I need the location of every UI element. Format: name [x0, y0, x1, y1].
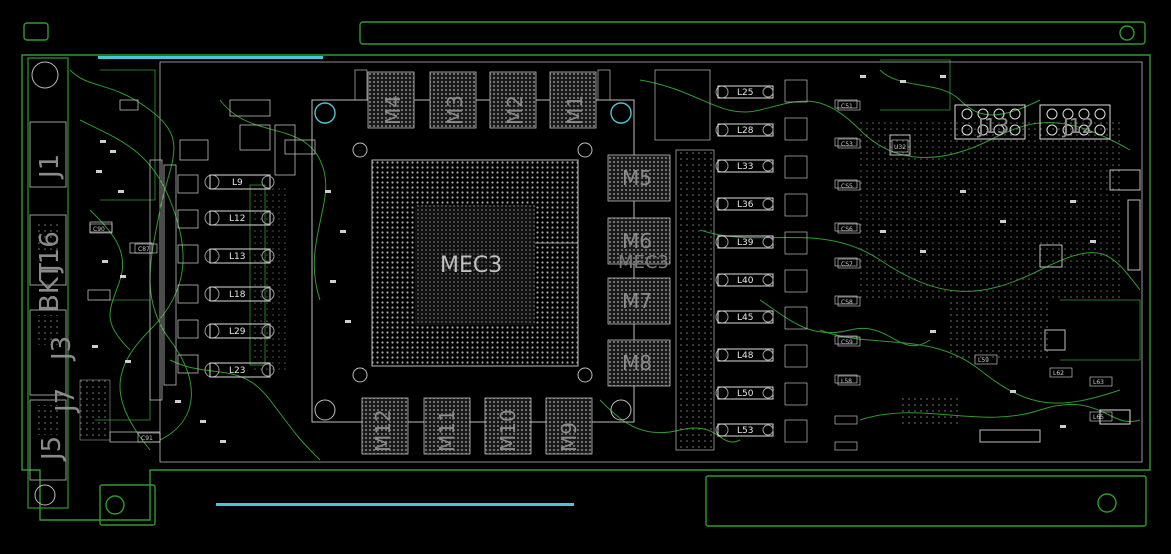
inductor-label: L13: [229, 252, 245, 262]
component-label: CS5: [841, 183, 853, 190]
connector-label-j1: J1: [35, 154, 65, 180]
memory-label-m2: M2: [503, 95, 527, 125]
inductor-l28: L28: [715, 123, 774, 137]
memory-label-m12: M12: [371, 409, 395, 452]
memory-label-m5: M5: [622, 166, 652, 190]
memory-label-m9: M9: [557, 422, 581, 452]
edge-strip: [98, 56, 574, 506]
component-label: L65: [1093, 414, 1104, 421]
memory-label-m4: M4: [381, 95, 405, 125]
inductor-label: L9: [232, 178, 243, 188]
inductor-label: L45: [737, 313, 753, 323]
inductor-l40: L40: [715, 273, 774, 287]
connector-labels: J1 J16 BKT J3 J7 J5: [35, 154, 81, 462]
inductor-label: L29: [229, 327, 246, 337]
inductor-l48: L48: [715, 348, 774, 362]
inductor-l50: L50: [715, 386, 774, 400]
memory-label-m6: M6: [622, 229, 652, 253]
memory-label-m7: M7: [622, 289, 652, 313]
memory-top: M4 M3 M2 M1: [367, 71, 597, 129]
memory-right: M5 M6 M7 M8 MEC3: [607, 154, 671, 387]
inductor-l18: L18: [204, 286, 275, 302]
inductor-label: L48: [737, 351, 754, 361]
inductor-l13: L13: [204, 248, 275, 264]
header-label: J12: [1061, 114, 1094, 138]
memory-label-m8: M8: [622, 351, 652, 375]
memory-bottom: M12 M11 M10 M9: [361, 397, 593, 455]
component-label: L59: [978, 357, 989, 364]
scattered-pads: [92, 75, 1096, 443]
memory-label-m10: M10: [496, 409, 520, 452]
component-label: L58: [841, 378, 852, 385]
inductor-l12: L12: [204, 210, 275, 226]
inductor-label: L36: [737, 200, 754, 210]
connector-label-j16: J16: [35, 231, 65, 274]
inductor-label: L23: [229, 366, 245, 376]
header-j12: J12: [1039, 104, 1111, 140]
inductor-l9: L9: [204, 174, 275, 190]
memory-label-m11: M11: [435, 409, 459, 452]
component-label: CS8: [841, 299, 853, 306]
component-label: C90: [93, 226, 105, 233]
connector-label-bkt: BKT: [35, 263, 65, 312]
connector-label-j3: J3: [47, 336, 77, 362]
component-label: U32: [894, 144, 906, 151]
inductor-label: L18: [229, 290, 246, 300]
gpu-label: MEC3: [440, 253, 502, 278]
right-decoupling-column: [354, 69, 715, 451]
header-j13: J13: [954, 104, 1026, 140]
memory-label-m3: M3: [443, 95, 467, 125]
inductor-label: L12: [229, 214, 245, 224]
component-label: C87: [138, 246, 150, 253]
inductor-label: L33: [737, 162, 753, 172]
inductor-label: L53: [737, 426, 753, 436]
header-label: J13: [976, 114, 1009, 138]
inductors-right: L25 L28 L33 L36 L39 L40 L45 L48 L50 L53: [715, 85, 774, 437]
component-label: C53: [841, 141, 853, 148]
inductor-l39: L39: [715, 235, 774, 249]
inductor-l29: L29: [204, 323, 275, 339]
inductors-left: L9 L12 L13 L18 L29 L23: [204, 174, 275, 378]
left-connector-area: [27, 57, 111, 509]
component-label: CS9: [841, 339, 853, 346]
memory-label-m1: M1: [563, 95, 587, 125]
inductor-label: L28: [737, 126, 754, 136]
component-label: CS7: [841, 261, 853, 268]
gpu-package: MEC3: [311, 99, 635, 423]
component-label: C51: [841, 103, 853, 110]
connector-label-j7: J7: [51, 388, 81, 414]
component-label: L63: [1093, 379, 1104, 386]
inductor-label: L50: [737, 389, 754, 399]
connector-label-j5: J5: [37, 436, 67, 462]
component-label: L62: [1053, 370, 1064, 377]
inductor-label: L40: [737, 276, 754, 286]
inductor-label: L25: [737, 88, 753, 98]
controller-area: [860, 120, 1141, 443]
inductor-l53: L53: [715, 423, 774, 437]
inductor-l23: L23: [204, 362, 275, 378]
inductor-label: L39: [737, 238, 754, 248]
gpu-sub-label: MEC3: [618, 252, 669, 273]
inductor-l33: L33: [715, 159, 774, 173]
component-label: C91: [141, 435, 153, 442]
inductor-l36: L36: [715, 197, 774, 211]
small-component-labels: C87 C51 C53 CS5 CS6 CS7 CS8 CS9 L58 L59 …: [89, 100, 1113, 443]
inductor-l25: L25: [715, 85, 774, 99]
inductor-l45: L45: [715, 310, 774, 324]
component-label: CS6: [841, 226, 853, 233]
right-vrm-components: [784, 79, 858, 451]
